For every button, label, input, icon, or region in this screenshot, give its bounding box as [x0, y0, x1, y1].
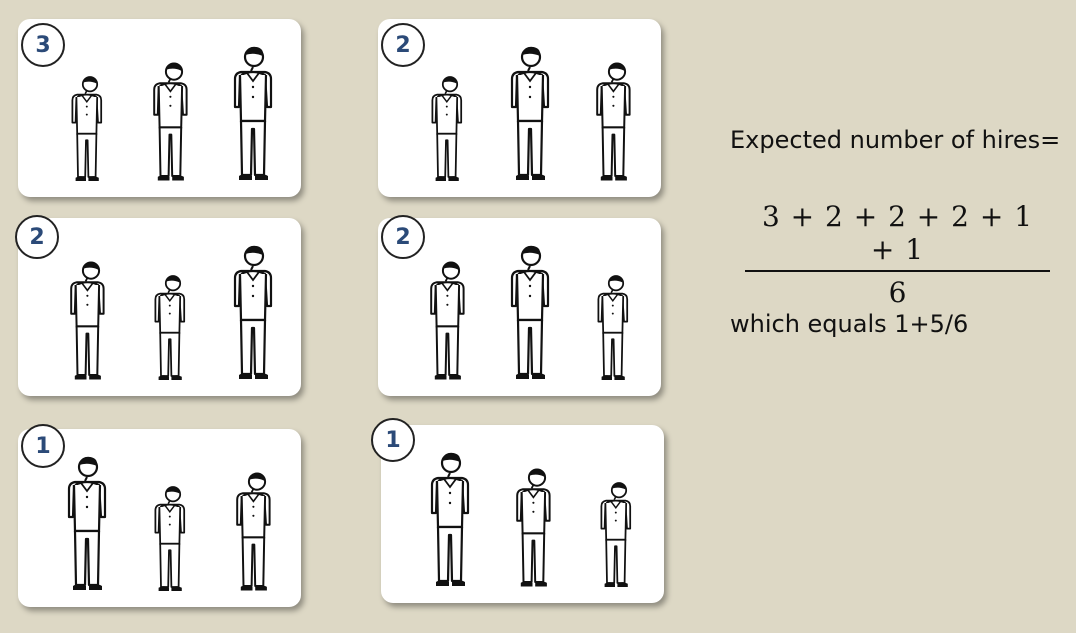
candidate-figure-short: [426, 73, 468, 191]
candidate-figure-medium: [64, 258, 111, 390]
candidate-figure-tall: [424, 451, 476, 597]
candidate-figure-tall: [504, 45, 556, 191]
hire-count-badge: 3: [21, 23, 65, 67]
candidate-figure-short: [592, 272, 634, 390]
candidate-figure-medium: [590, 59, 637, 191]
hire-count-badge: 2: [15, 215, 59, 259]
hire-count-badge: 1: [371, 418, 415, 462]
expectation-fraction: 3 + 2 + 2 + 2 + 1 + 1 6: [745, 200, 1050, 309]
expected-hires-heading: Expected number of hires=: [730, 126, 1061, 154]
hire-count-badge: 2: [381, 23, 425, 67]
candidate-figure-short: [66, 73, 108, 191]
hire-count-badge: 1: [21, 424, 65, 468]
fraction-bar: [745, 270, 1050, 272]
candidate-figure-tall: [504, 244, 556, 390]
candidate-figure-short: [595, 479, 637, 597]
candidate-figure-tall: [227, 45, 279, 191]
hire-count-badge: 2: [381, 215, 425, 259]
candidate-figure-medium: [424, 258, 471, 390]
candidate-figure-medium: [510, 465, 557, 597]
candidate-figure-medium: [230, 469, 277, 601]
fraction-numerator: 3 + 2 + 2 + 2 + 1 + 1: [761, 200, 1034, 266]
fraction-denominator: 6: [888, 275, 907, 309]
candidate-figure-tall: [227, 244, 279, 390]
result-text: which equals 1+5/6: [730, 310, 969, 338]
candidate-figure-tall: [61, 455, 113, 601]
candidate-figure-medium: [147, 59, 194, 191]
candidate-figure-short: [149, 272, 191, 390]
candidate-figure-short: [149, 483, 191, 601]
